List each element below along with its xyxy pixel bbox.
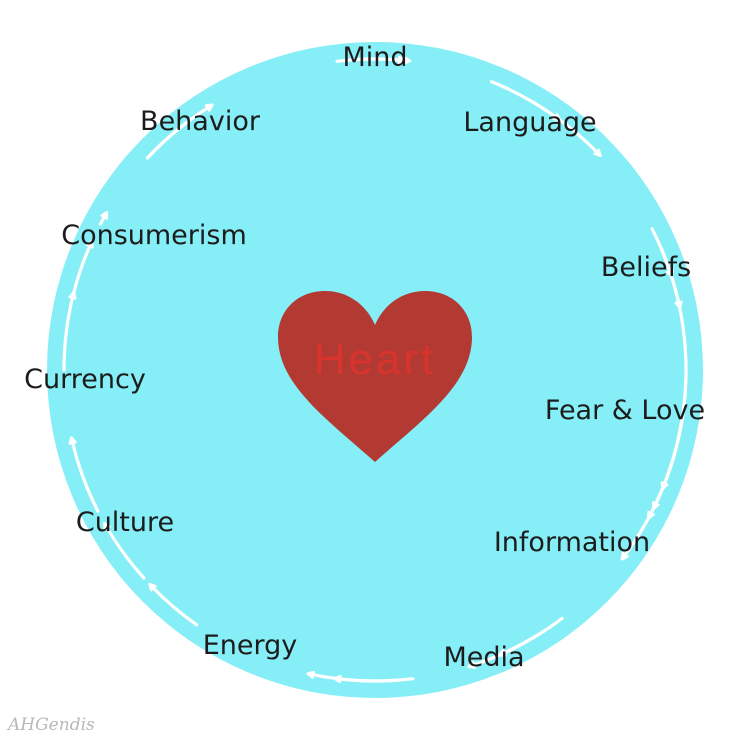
node-label-beliefs: Beliefs bbox=[601, 252, 691, 283]
node-label-currency: Currency bbox=[24, 364, 146, 395]
curved-arrow-icon bbox=[346, 59, 402, 60]
curved-arrow-icon bbox=[650, 227, 671, 274]
curved-arrow-icon bbox=[151, 586, 199, 627]
node-label-media: Media bbox=[443, 642, 524, 673]
curved-arrow-icon bbox=[502, 616, 564, 654]
node-label-language: Language bbox=[463, 107, 596, 138]
node-label-fear-and-love: Fear & Love bbox=[545, 395, 705, 426]
artist-signature: AHGendis bbox=[6, 715, 95, 735]
curved-arrow-icon bbox=[71, 244, 91, 297]
curved-arrow-icon bbox=[98, 215, 105, 226]
node-label-energy: Energy bbox=[203, 630, 298, 661]
heart-icon bbox=[278, 291, 472, 462]
node-label-information: Information bbox=[494, 527, 650, 558]
cycle-arrows bbox=[62, 59, 688, 681]
curved-arrow-icon bbox=[62, 295, 73, 372]
curved-arrow-icon bbox=[106, 526, 146, 580]
curved-arrow-icon bbox=[655, 422, 683, 506]
center-label: Heart bbox=[314, 335, 437, 384]
cycle-labels: Mind Language Beliefs Fear & Love Inform… bbox=[24, 42, 705, 673]
node-label-consumerism: Consumerism bbox=[61, 220, 247, 251]
node-label-mind: Mind bbox=[342, 42, 407, 73]
node-label-behavior: Behavior bbox=[140, 106, 261, 137]
curved-arrow-icon bbox=[489, 80, 558, 119]
node-label-culture: Culture bbox=[76, 507, 174, 538]
curved-arrow-icon bbox=[145, 106, 211, 160]
curved-arrow-icon bbox=[337, 679, 415, 681]
curved-arrow-icon bbox=[72, 440, 100, 513]
